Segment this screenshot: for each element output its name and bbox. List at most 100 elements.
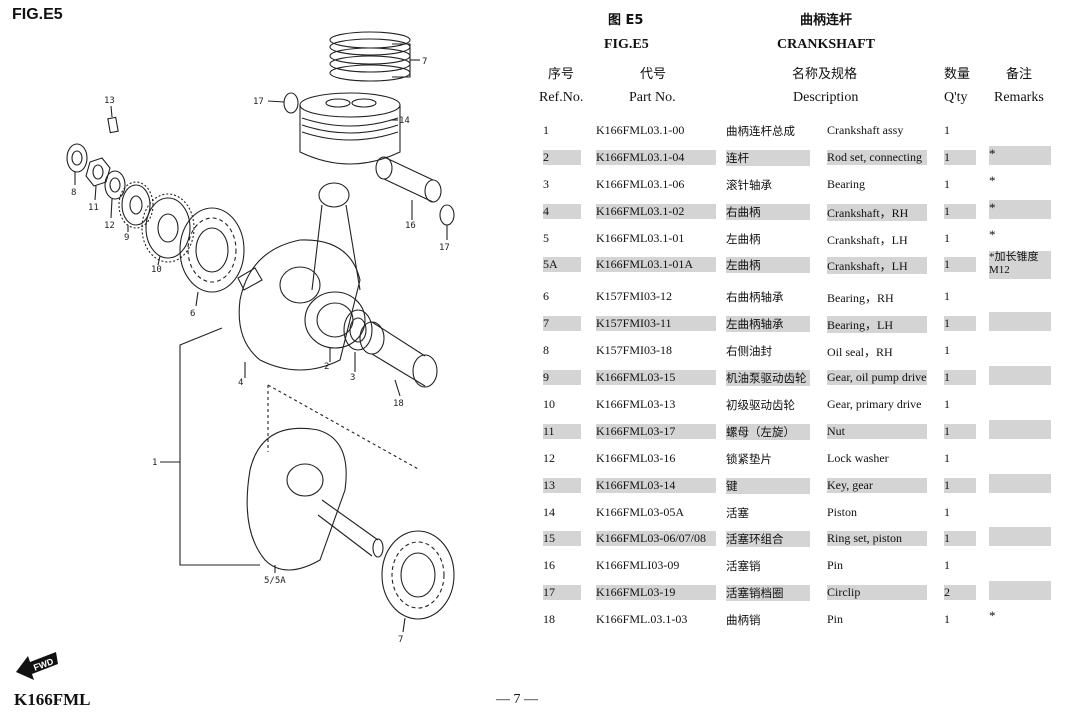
circlip-left-drawing — [283, 92, 299, 114]
cell-ref: 15 — [543, 531, 581, 547]
cell-cn: 右曲柄 — [726, 203, 810, 220]
primary-drive-gear-drawing — [141, 193, 195, 263]
cell-cn: 活塞销 — [726, 559, 761, 574]
forward-arrow-icon: FWD — [14, 646, 60, 684]
col-ref-cn: 序号 — [548, 67, 575, 82]
cell-ref: 7 — [543, 316, 581, 332]
callout-labels: 7 14 17 17 16 13 8 11 12 9 10 6 4 2 3 18… — [71, 57, 450, 645]
cell-qty: 1 — [944, 423, 976, 439]
cell-code: K166FML03.1-01 — [596, 230, 685, 245]
callout-3: 3 — [350, 373, 355, 383]
cell-ref: 11 — [543, 423, 581, 439]
cell-desc: Crankshaft assy — [827, 123, 904, 137]
cell-desc: Gear, primary drive — [827, 397, 922, 412]
callout-6: 6 — [190, 309, 195, 319]
col-remarks-en: Remarks — [994, 90, 1044, 105]
cell-remark — [989, 393, 1051, 412]
cell-remark: * — [989, 226, 996, 242]
cell-code: K166FML03-17 — [596, 423, 716, 439]
cell-desc: Gear, oil pump drive — [827, 370, 927, 386]
cell-remark: * — [989, 172, 996, 188]
page-number: — 7 — — [496, 692, 538, 707]
callout-15: 7 — [422, 57, 427, 67]
cell-cn: 机油泵驱动齿轮 — [726, 370, 810, 387]
cell-cn: 曲柄销 — [726, 613, 761, 628]
cell-qty: 1 — [944, 203, 976, 219]
crank-pin-drawing — [359, 321, 438, 388]
cell-ref: 17 — [543, 585, 581, 601]
callout-7: 7 — [398, 635, 403, 645]
right-crank-web-drawing — [237, 239, 361, 371]
cell-code: K166FML03.1-00 — [596, 123, 685, 137]
col-qty-en: Q'ty — [944, 90, 968, 105]
cell-qty: 1 — [944, 257, 976, 273]
cell-remark — [989, 527, 1051, 547]
callout-5-5a: 5/5A — [264, 576, 286, 586]
cell-qty: 1 — [944, 370, 976, 386]
nut-drawing — [85, 157, 111, 187]
callout-12: 12 — [104, 221, 115, 231]
cell-remark: * — [989, 199, 1051, 219]
cell-remark — [989, 312, 1051, 332]
cell-ref: 14 — [543, 504, 555, 519]
cell-desc: Bearing，RH — [827, 291, 894, 306]
cell-code: K166FML03-16 — [596, 450, 676, 465]
cell-cn: 活塞销档圈 — [726, 585, 810, 602]
cell-desc: Crankshaft，LH — [827, 232, 908, 247]
cell-qty: 1 — [944, 343, 950, 358]
cell-qty: 1 — [944, 397, 950, 412]
bearing-rh-drawing — [179, 207, 245, 293]
col-qty-cn: 数量 — [944, 67, 971, 82]
cell-remark — [989, 419, 1051, 439]
cell-desc: Ring set, piston — [827, 531, 927, 547]
cell-qty: 1 — [944, 558, 950, 573]
cell-desc: Bearing — [827, 176, 865, 191]
cell-ref: 5 — [543, 230, 549, 245]
cell-ref: 18 — [543, 612, 555, 627]
col-remarks-cn: 备注 — [1006, 67, 1033, 82]
cell-qty: 1 — [944, 612, 950, 627]
cell-remark — [989, 366, 1051, 386]
callout-4: 4 — [238, 378, 243, 388]
cell-ref: 12 — [543, 450, 555, 465]
cell-remark: *加长锥度M12 — [989, 251, 1051, 280]
col-ref-en: Ref.No. — [539, 90, 584, 105]
cell-cn: 键 — [726, 477, 810, 494]
col-code-cn: 代号 — [640, 67, 667, 82]
cell-qty: 1 — [944, 504, 950, 519]
cell-ref: 8 — [543, 343, 549, 358]
cell-desc: Circlip — [827, 585, 927, 601]
cell-cn: 右曲柄轴承 — [726, 290, 784, 305]
cell-qty: 1 — [944, 450, 950, 465]
callout-17-left: 17 — [253, 97, 264, 107]
cell-desc: Nut — [827, 423, 927, 439]
cell-remark — [989, 339, 1051, 358]
cell-code: K166FML03-05A — [596, 504, 685, 519]
callout-8: 8 — [71, 188, 76, 198]
crankshaft-exploded-diagram: 7 14 17 17 16 13 8 11 12 9 10 6 4 2 3 18… — [66, 31, 455, 645]
cell-ref: 10 — [543, 397, 555, 412]
cell-desc: Lock washer — [827, 450, 889, 465]
cell-desc: Pin — [827, 612, 844, 627]
figure-label: FIG.E5 — [12, 6, 63, 23]
cell-code: K166FML03.1-06 — [596, 176, 685, 191]
callout-1: 1 — [152, 458, 157, 468]
fwd-label: FWD — [32, 656, 55, 673]
col-code-en: Part No. — [629, 90, 676, 105]
col-desc-cn: 名称及规格 — [792, 67, 858, 82]
cell-ref: 5A — [543, 257, 581, 273]
cell-cn: 活塞环组合 — [726, 531, 810, 548]
callout-9: 9 — [124, 233, 129, 243]
cell-remark: * — [989, 608, 996, 624]
cell-qty: 1 — [944, 149, 976, 165]
cell-remark — [989, 119, 1051, 138]
figure-number-en: FIG.E5 — [604, 37, 649, 52]
